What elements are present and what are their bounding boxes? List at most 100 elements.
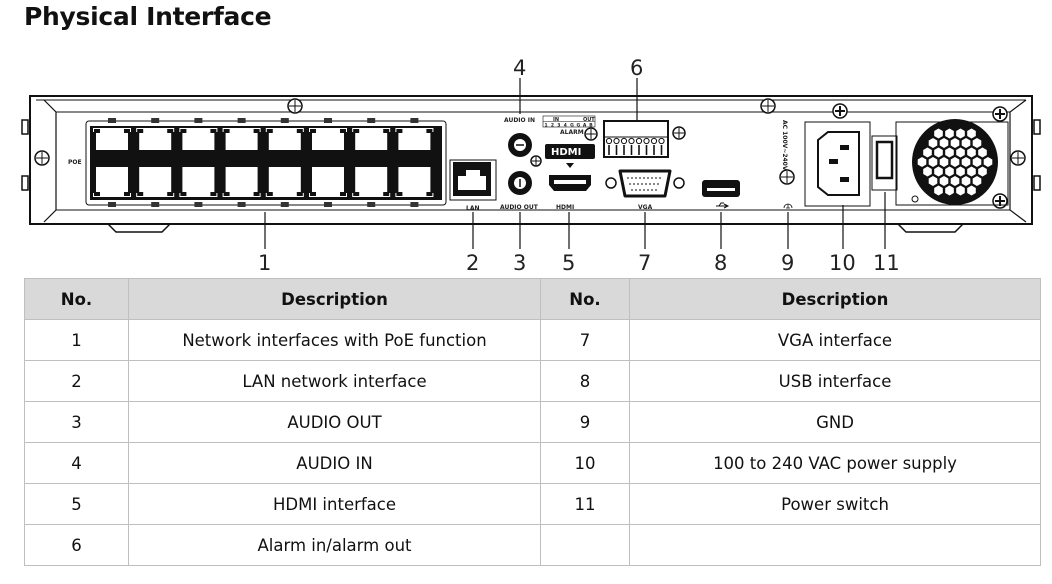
hdmi-port: HDMI HDMI: [545, 144, 595, 211]
cell-no: 2: [24, 360, 129, 402]
lan-label: LAN: [466, 205, 480, 212]
callout-5: 5: [562, 251, 575, 275]
terminal-screw: [658, 137, 665, 145]
alarm-pin-label: 4: [564, 123, 567, 129]
port-number-tag: [108, 202, 116, 207]
poe-port: [309, 128, 347, 150]
cell-description: USB interface: [629, 360, 1041, 402]
screw-icon: [672, 126, 686, 140]
fan-hole: [961, 138, 971, 148]
poe-port: [222, 128, 261, 150]
callout-lines: [264, 78, 886, 249]
fan-hole: [972, 157, 982, 167]
screw-icon: [287, 98, 303, 114]
interface-table: No. Description No. Description 1 Networ…: [24, 278, 1041, 566]
cell-no: 3: [24, 401, 129, 443]
fan-hole: [945, 147, 954, 158]
cell-no: 5: [24, 483, 129, 525]
alarm-out-label: OUT: [583, 117, 595, 123]
terminal-screw: [613, 137, 620, 145]
port-number-tag: [237, 118, 246, 123]
port-number-tag: [324, 202, 332, 207]
audio-in-port: AUDIO IN: [504, 117, 535, 157]
port-number-tag: [151, 202, 160, 207]
poe-port: [93, 128, 131, 150]
cell-no: 11: [540, 483, 630, 525]
cell-no: 4: [24, 442, 129, 484]
table-row: 4 AUDIO IN 10 100 to 240 VAC power suppl…: [24, 442, 1041, 484]
cell-description: HDMI interface: [128, 483, 541, 525]
fan-hole: [934, 185, 943, 196]
port-number-tag: [410, 202, 419, 207]
port-number-tag: [324, 118, 332, 123]
fan-hole: [934, 166, 943, 177]
terminal-screw: [605, 137, 613, 145]
fan-hole: [923, 166, 932, 177]
callout-3: 3: [513, 251, 526, 275]
fan-hole: [950, 157, 960, 167]
port-number-tag: [410, 118, 419, 123]
poe-port: [352, 167, 391, 197]
fan-hole: [956, 185, 965, 196]
poe-port: [179, 167, 218, 197]
screw-icon: [992, 193, 1008, 209]
poe-port: [309, 167, 347, 197]
screw-icon: [992, 106, 1008, 122]
poe-port: [265, 167, 304, 197]
vga-port: VGA: [605, 169, 685, 211]
poe-port: [352, 128, 391, 150]
port-number-tag: [367, 202, 376, 207]
alarm-pin-label: 3: [557, 123, 560, 129]
port-number-tag: [280, 202, 289, 207]
terminal-screw: [650, 137, 658, 145]
ground-icon: [783, 203, 793, 209]
fan-hole: [956, 147, 965, 158]
cell-no: [540, 524, 630, 566]
port-number-tag: [237, 202, 246, 207]
poe-port: [395, 128, 434, 150]
fan-hole: [983, 157, 993, 167]
alarm-label: ALARM: [560, 129, 584, 136]
fan-hole: [939, 176, 949, 186]
poe-port: [136, 167, 175, 197]
fan-hole: [967, 147, 976, 158]
audio-in-label: AUDIO IN: [504, 117, 535, 124]
cell-description: GND: [629, 401, 1041, 443]
alarm-pin-label: 2: [551, 123, 554, 129]
table-row: 1 Network interfaces with PoE function 7…: [24, 319, 1041, 361]
fan-hole: [967, 166, 976, 177]
fan-hole: [972, 138, 982, 148]
fan-hole: [972, 176, 982, 186]
audio-out-label: AUDIO OUT: [500, 204, 539, 211]
power-switch: [871, 135, 898, 191]
alarm-pin-label: A: [583, 123, 587, 129]
cell-description: [629, 524, 1041, 566]
poe-port: [265, 128, 304, 150]
fan-hole: [945, 128, 954, 139]
fan-hole: [961, 176, 971, 186]
fan-hole: [939, 157, 949, 167]
chassis: [21, 95, 1041, 233]
fan-hole: [961, 157, 971, 167]
header-description-left: Description: [128, 278, 541, 320]
port-number-tag: [108, 118, 116, 123]
fan-hole: [934, 128, 943, 139]
screw-icon: [760, 98, 776, 114]
lan-port: LAN: [449, 159, 497, 212]
poe-label: POE: [68, 159, 82, 166]
port-number-tag: [367, 118, 376, 123]
fan-hole: [939, 138, 949, 148]
alarm-pin-label: G: [570, 123, 574, 129]
terminal-screw: [628, 137, 635, 145]
table-row: 3 AUDIO OUT 9 GND: [24, 401, 1041, 443]
screw-icon: [779, 169, 795, 185]
port-number-tag: [194, 118, 203, 123]
fan-hole: [950, 176, 960, 186]
usb-port: [702, 180, 740, 209]
alarm-terminal-block: [603, 120, 669, 158]
poe-port: [93, 167, 131, 197]
table-row: 6 Alarm in/alarm out: [24, 524, 1041, 566]
fan-hole: [945, 185, 954, 196]
fan-hole: [978, 147, 987, 158]
